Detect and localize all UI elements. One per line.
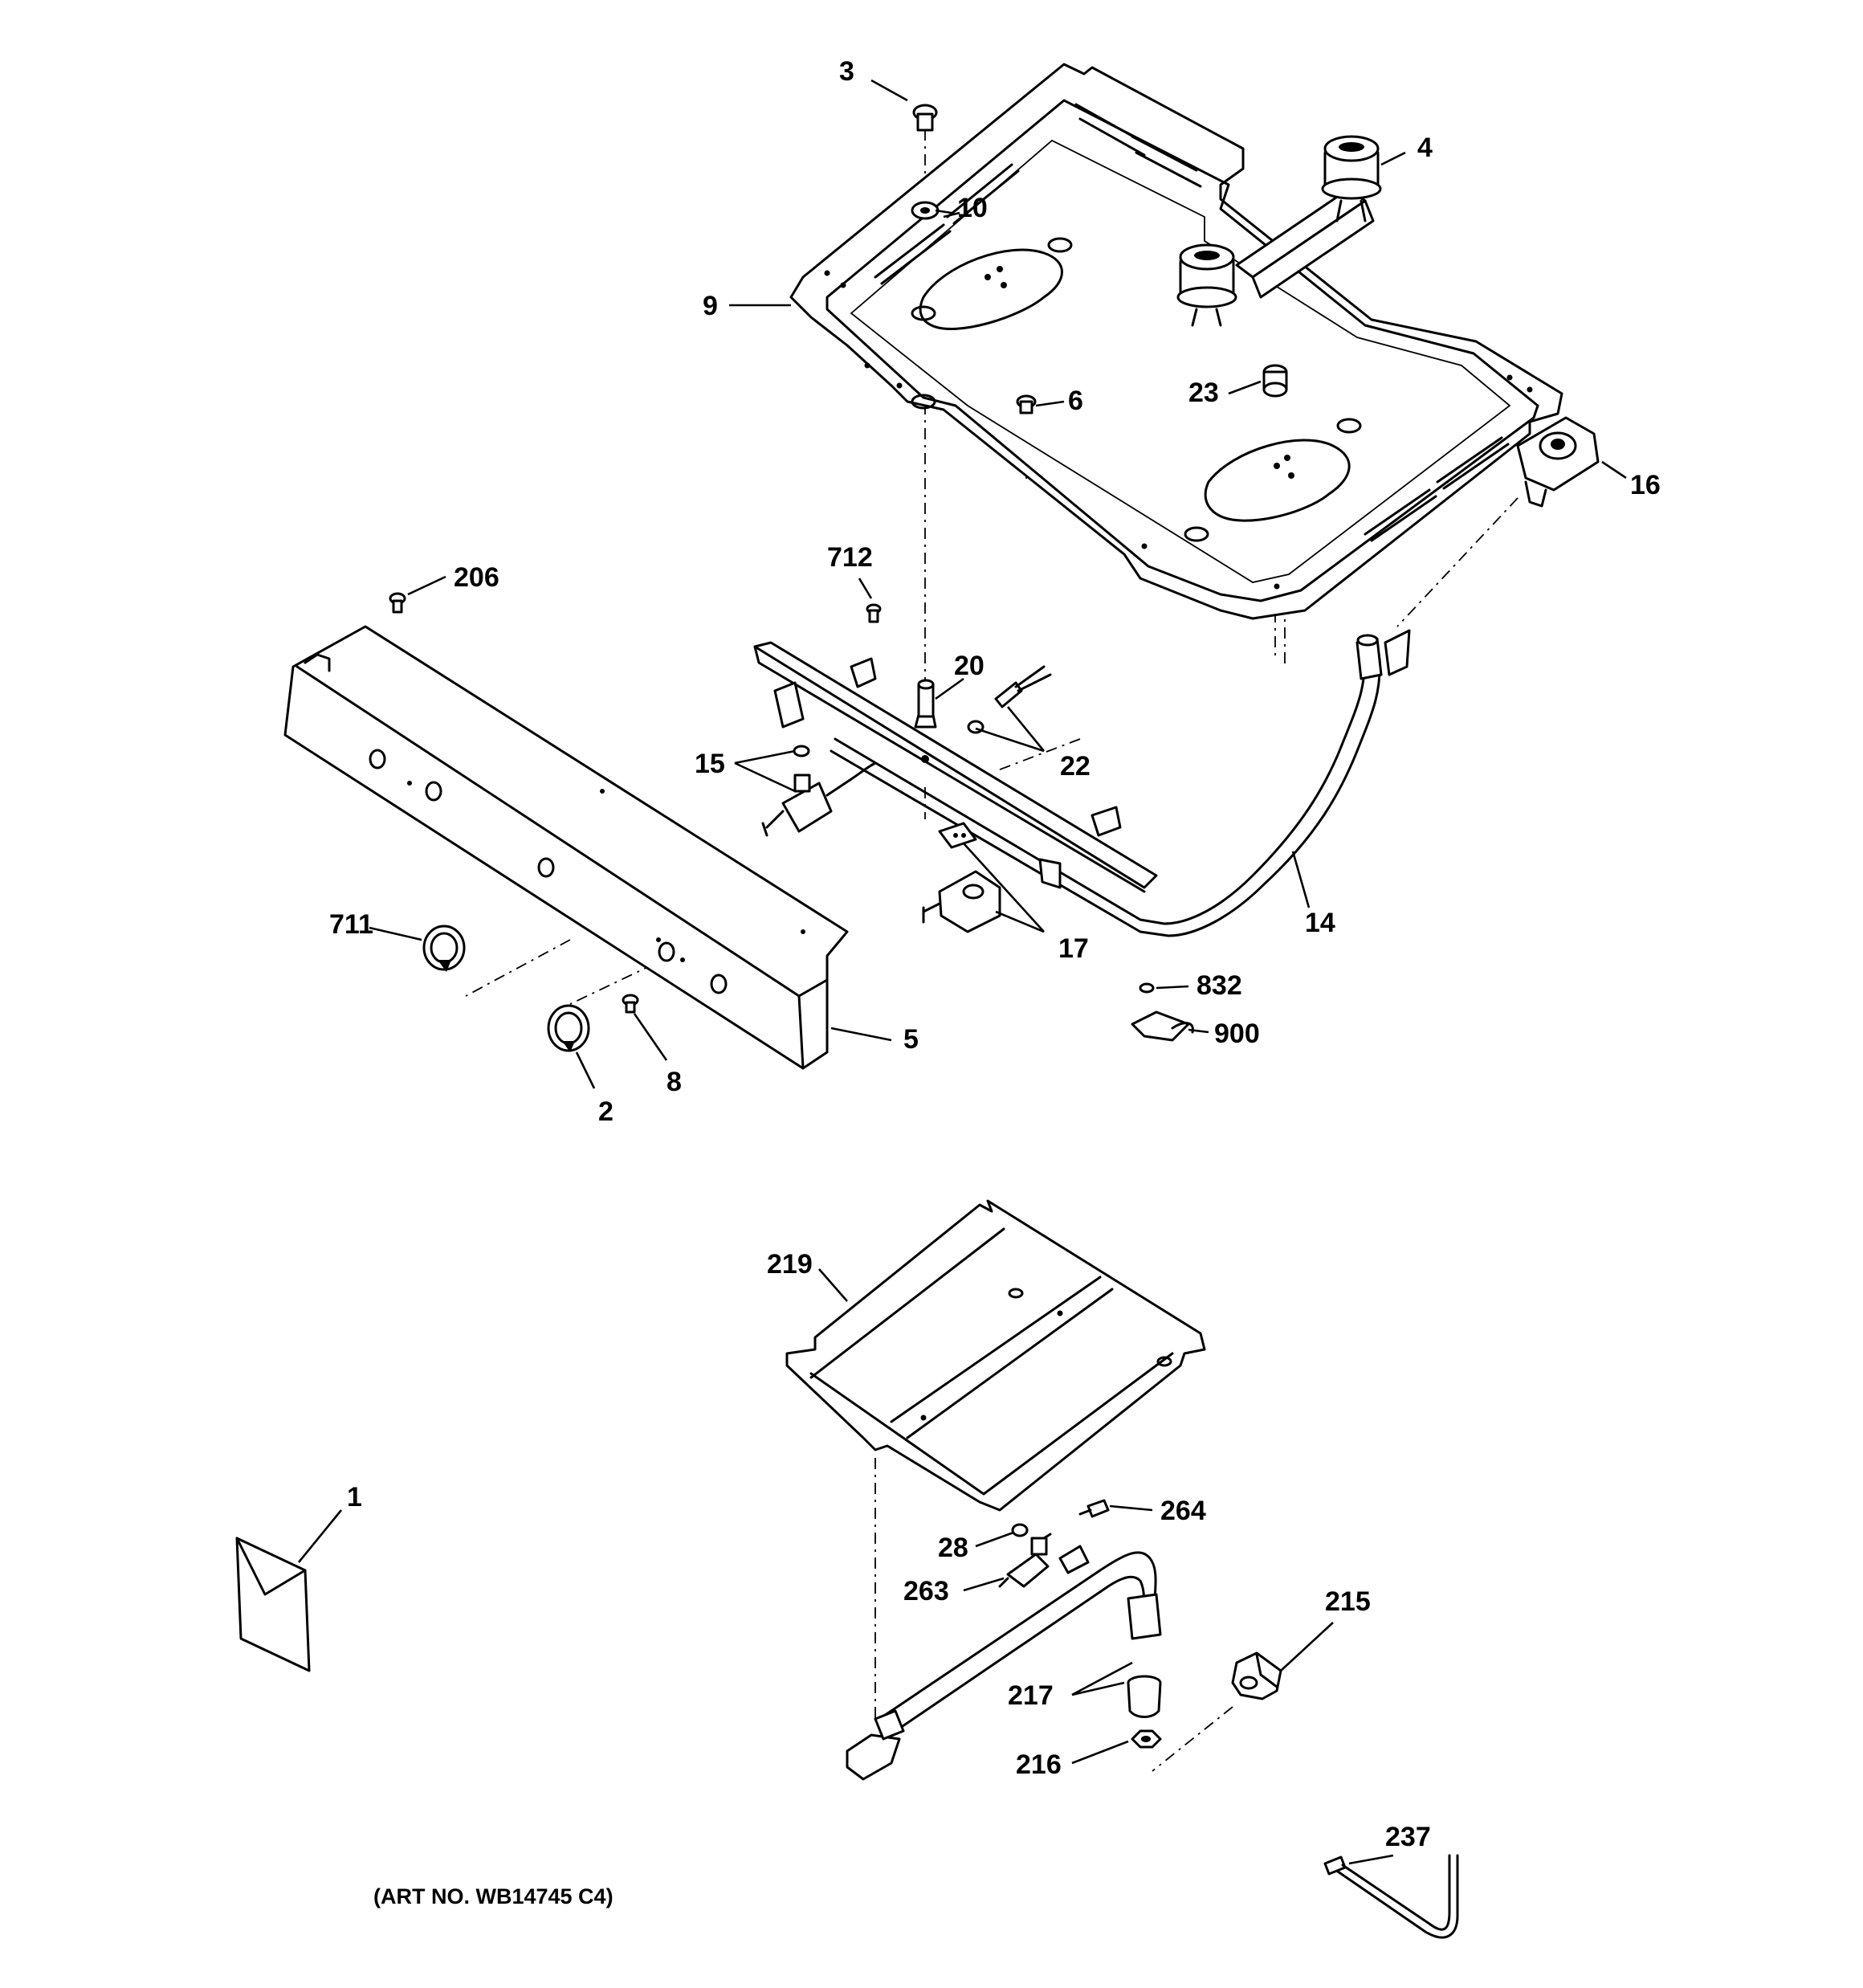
callout-3: 3 bbox=[839, 56, 854, 87]
screw-28 bbox=[1011, 1523, 1029, 1537]
callout-711: 711 bbox=[329, 909, 373, 940]
callout-14: 14 bbox=[1305, 908, 1335, 938]
bracket-215 bbox=[1231, 1651, 1282, 1700]
valve-17 bbox=[922, 822, 1001, 933]
callout-264: 264 bbox=[1160, 1496, 1206, 1526]
orifice-264 bbox=[1078, 1499, 1110, 1518]
thermocouple-237 bbox=[1323, 1854, 1459, 1939]
callout-5: 5 bbox=[903, 1024, 919, 1055]
callout-712: 712 bbox=[827, 542, 873, 573]
screw-712 bbox=[866, 603, 882, 623]
callout-15: 15 bbox=[695, 749, 725, 779]
nut-216 bbox=[1131, 1729, 1162, 1749]
control-panel-5 bbox=[283, 625, 849, 1070]
electrode-22 bbox=[967, 665, 1052, 734]
valve-15 bbox=[761, 745, 877, 837]
screw-3 bbox=[912, 104, 938, 132]
callout-215: 215 bbox=[1325, 1586, 1371, 1617]
grommet-10 bbox=[911, 201, 940, 220]
callout-28: 28 bbox=[938, 1533, 968, 1563]
screw-6 bbox=[1016, 394, 1037, 414]
shield-plate-219 bbox=[785, 1199, 1206, 1512]
regulator-16 bbox=[1516, 416, 1600, 508]
burner-box-9 bbox=[789, 63, 1563, 620]
oven-burner-tube bbox=[846, 1545, 1162, 1781]
callout-1: 1 bbox=[347, 1482, 362, 1512]
callout-216: 216 bbox=[1016, 1749, 1062, 1780]
manifold-pipe-14 bbox=[830, 629, 1411, 937]
cap-23 bbox=[1262, 364, 1288, 398]
callout-237: 237 bbox=[1385, 1822, 1431, 1852]
callout-206: 206 bbox=[454, 562, 499, 593]
callout-23: 23 bbox=[1188, 378, 1219, 408]
callout-22: 22 bbox=[1060, 751, 1090, 782]
screw-8 bbox=[622, 994, 639, 1014]
callout-20: 20 bbox=[954, 651, 984, 681]
callout-263: 263 bbox=[903, 1576, 949, 1606]
callout-900: 900 bbox=[1214, 1018, 1260, 1049]
callout-16: 16 bbox=[1630, 470, 1661, 500]
top-burners-4 bbox=[1176, 135, 1382, 327]
screw-206 bbox=[389, 592, 406, 614]
literature-envelope-1 bbox=[235, 1537, 311, 1672]
callout-4: 4 bbox=[1417, 133, 1433, 163]
art-number-caption: (ART NO. WB14745 C4) bbox=[373, 1884, 614, 1908]
knob-711 bbox=[422, 925, 466, 972]
callout-219: 219 bbox=[767, 1249, 813, 1280]
callout-10: 10 bbox=[957, 193, 988, 223]
callout-labels: 3 10 9 4 6 23 16 206 712 20 22 15 17 14 … bbox=[329, 56, 1661, 1852]
callout-9: 9 bbox=[703, 291, 718, 321]
callout-832: 832 bbox=[1196, 970, 1242, 1001]
clamp-900 bbox=[1131, 982, 1194, 1042]
air-shutter-217 bbox=[1127, 1675, 1162, 1718]
callout-17: 17 bbox=[1058, 933, 1089, 964]
callout-217: 217 bbox=[1008, 1680, 1054, 1711]
leader-lines bbox=[297, 79, 1627, 1865]
callout-8: 8 bbox=[667, 1067, 682, 1097]
callout-6: 6 bbox=[1068, 386, 1083, 416]
valve-rail bbox=[753, 641, 1158, 893]
igniter-263 bbox=[998, 1533, 1052, 1588]
knob-2 bbox=[547, 1004, 590, 1052]
callout-2: 2 bbox=[598, 1096, 614, 1127]
